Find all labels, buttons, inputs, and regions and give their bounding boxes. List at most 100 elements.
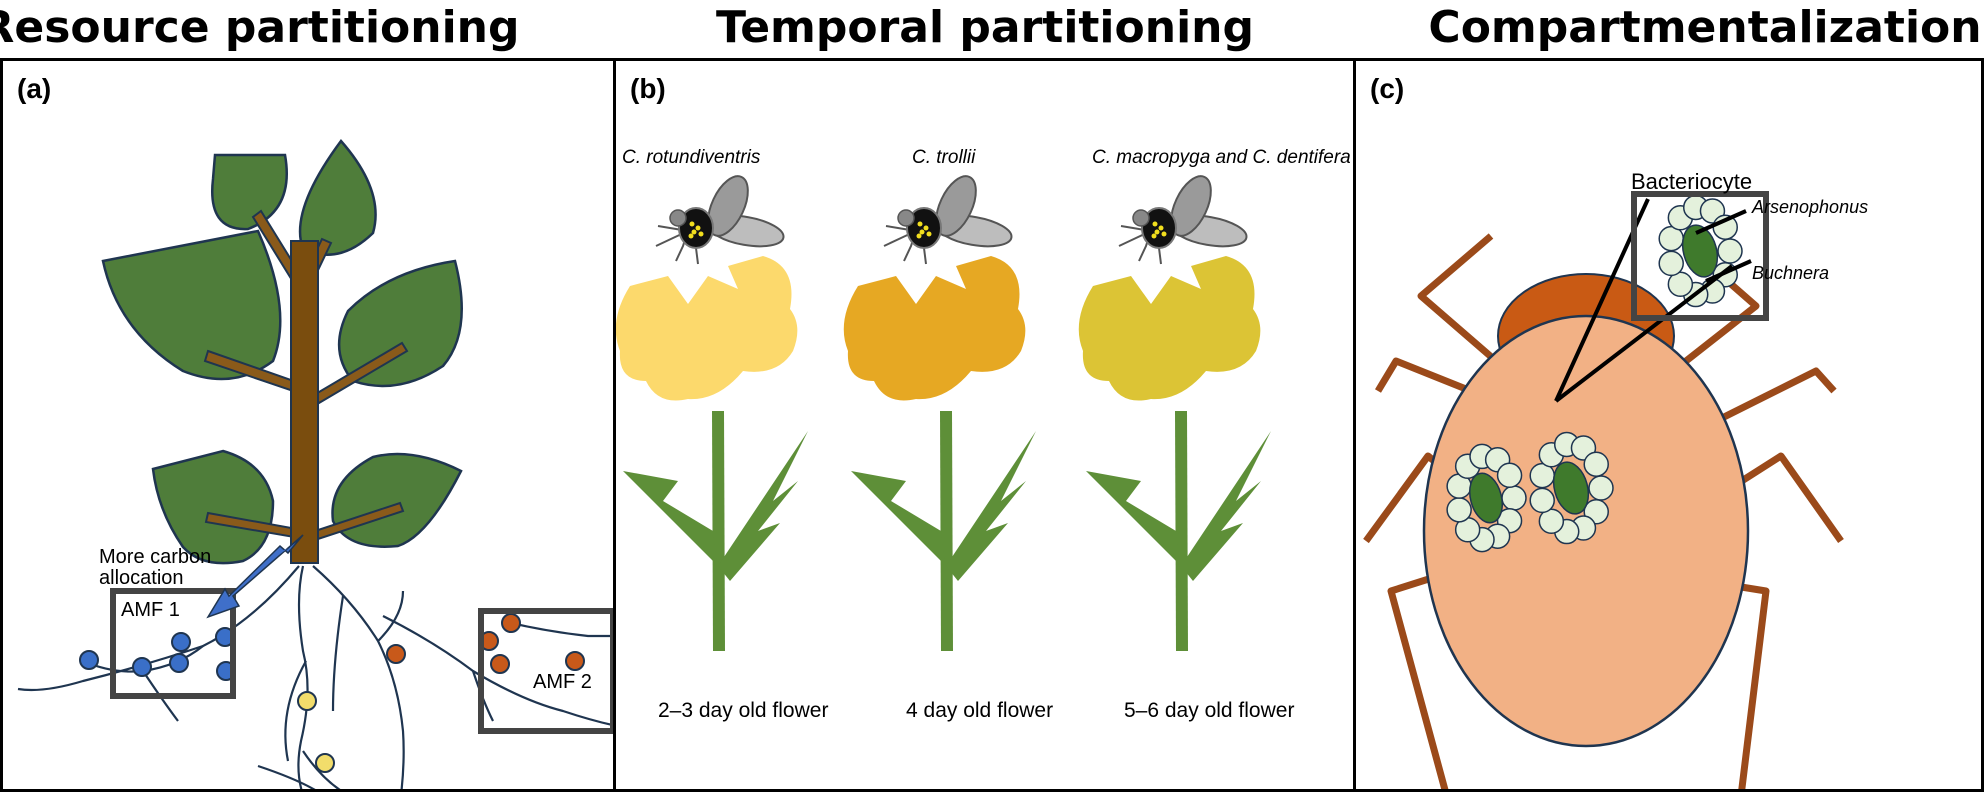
heading-resource-partitioning: Resource partitioning — [0, 2, 520, 53]
flower-leaf-right — [718, 431, 808, 581]
leaf-top-right — [298, 139, 377, 256]
amf2-box — [478, 608, 613, 734]
amf2-node — [501, 613, 521, 633]
age-label-1: 2–3 day old flower — [658, 699, 829, 722]
panel-label-b: (b) — [630, 73, 666, 104]
fly-wing — [935, 175, 977, 237]
root-center-b — [284, 660, 307, 762]
fly-spot — [1151, 233, 1157, 239]
pointer-line-arsenophonus — [1695, 209, 1747, 235]
flower-head — [616, 256, 798, 401]
bacteriocyte-cell — [1717, 238, 1743, 264]
heading-temporal-partitioning: Temporal partitioning — [716, 2, 1254, 53]
zoom-line — [1554, 264, 1734, 403]
amf2-node — [565, 651, 585, 671]
flower-leaf-left — [1086, 471, 1181, 566]
flower-head — [1078, 256, 1261, 401]
fly-spot — [919, 229, 925, 235]
flower-leaf-right — [1181, 431, 1271, 581]
yellow-node — [315, 753, 335, 773]
bacteriocyte-cluster-right — [1529, 431, 1614, 545]
fly-head — [1132, 209, 1150, 227]
carbon-label-line2: allocation — [99, 567, 184, 589]
flower-head — [843, 256, 1026, 401]
bacteriocyte-cell — [1446, 497, 1472, 523]
plant-diagram — [17, 139, 613, 789]
bacteriocyte-cell — [1501, 485, 1527, 511]
leaf-lower-right — [331, 452, 463, 548]
fly-spot — [691, 229, 697, 235]
species-label-1: C. rotundiventris — [622, 147, 761, 168]
leaf-lower-left — [151, 449, 275, 565]
fly-spot — [1161, 231, 1167, 237]
fly-spot — [926, 231, 932, 237]
fly-1 — [655, 175, 785, 265]
bacteriocyte-cell — [1496, 462, 1523, 489]
amf1-label: AMF 1 — [121, 599, 180, 621]
fly-wing — [1170, 175, 1212, 237]
fly-spot — [695, 225, 701, 231]
root-right-c — [331, 595, 345, 712]
flower-1 — [616, 256, 808, 651]
fly-head — [669, 209, 687, 227]
bacteriocyte-label: Bacteriocyte — [1631, 169, 1753, 194]
fly-spot — [688, 233, 694, 239]
root-right-b — [377, 590, 405, 642]
fly-spot — [1158, 225, 1164, 231]
panel-compartmentalization: (c) Bacteriocyte Arsenophonus Buchnera — [1353, 58, 1984, 792]
buchnera-label: Buchnera — [1752, 263, 1830, 283]
carbon-arrow — [206, 534, 304, 619]
flower-leaf-right — [946, 431, 1036, 581]
bacteriocyte-cell — [1529, 487, 1555, 514]
amf1-node — [132, 657, 152, 677]
flower-3 — [1078, 256, 1271, 651]
flower-stem — [940, 411, 953, 651]
pointer-line-buchnera — [1705, 259, 1752, 283]
bacteriocyte-core — [1469, 472, 1503, 524]
bacteriocyte-cell — [1588, 475, 1614, 501]
amf1-node — [169, 653, 189, 673]
leaf-upper-left — [101, 229, 282, 381]
root-right — [312, 565, 405, 789]
bacteriocyte-core — [1681, 224, 1719, 278]
fly-spot — [1154, 229, 1160, 235]
fly-2 — [883, 175, 1013, 265]
species-label-2: C. trollii — [912, 147, 976, 168]
carbon-label-line1: More carbon — [99, 546, 212, 568]
fly-spot — [917, 221, 923, 227]
root-center-c — [302, 750, 341, 789]
yellow-node — [297, 691, 317, 711]
panel-temporal-partitioning: (b) C. rotundiventris C. trollii C. macr… — [613, 58, 1357, 792]
flower-stem — [1175, 411, 1188, 651]
fly-spot — [916, 233, 922, 239]
stem — [290, 240, 319, 564]
aphid-diagram — [1363, 191, 1844, 789]
age-label-2: 4 day old flower — [906, 699, 1054, 722]
root-center — [297, 565, 309, 789]
panel-label-c: (c) — [1370, 73, 1405, 104]
root-main-left — [17, 565, 300, 692]
amf1-node — [171, 632, 191, 652]
leg — [1714, 367, 1837, 425]
fly-wing — [707, 175, 749, 237]
age-label-3: 5–6 day old flower — [1124, 699, 1295, 722]
fly-3 — [1118, 175, 1248, 265]
amf1-box — [110, 588, 236, 699]
panel-label-a: (a) — [17, 73, 52, 104]
species-label-3: C. macropyga and C. dentifera — [1092, 147, 1351, 168]
fly-spot — [923, 225, 929, 231]
fly-spot — [689, 221, 695, 227]
headings: Resource partitioning Temporal partition… — [0, 0, 1984, 60]
bacteriocyte-cell — [1658, 250, 1684, 277]
bacteriocyte-cell — [1583, 451, 1609, 477]
leaf-upper-right — [337, 259, 463, 388]
leaf-top-left — [211, 153, 288, 231]
root-far-right — [382, 615, 613, 727]
amf1-node — [79, 650, 99, 670]
leg — [1417, 233, 1499, 364]
fly-spot — [1152, 221, 1158, 227]
bacteriocyte-box — [1631, 191, 1769, 321]
arsenophonus-label: Arsenophonus — [1752, 197, 1869, 217]
panel-resource-partitioning: (a) More carbon allocation AMF 1 AMF 2 — [0, 58, 616, 792]
flower-stem — [712, 411, 725, 651]
